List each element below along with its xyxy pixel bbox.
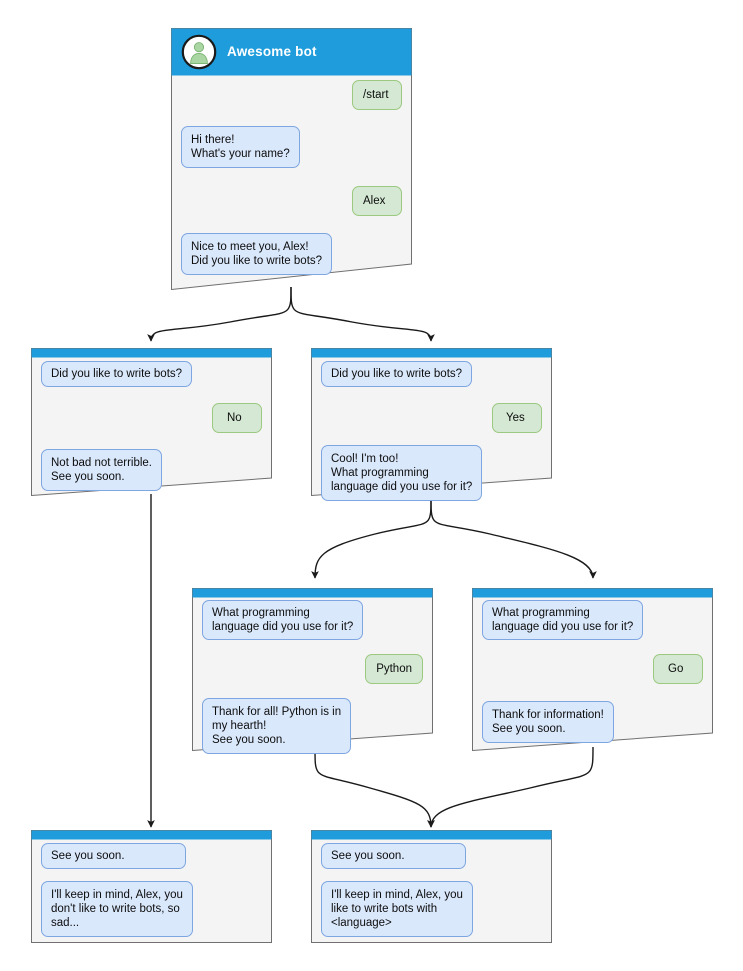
person-avatar-icon <box>181 34 217 69</box>
bot-message-bubble[interactable]: See you soon. <box>321 843 466 869</box>
user-message-bubble[interactable]: Yes <box>492 403 542 433</box>
root-title: Awesome bot <box>227 44 317 59</box>
bot-message-bubble[interactable]: Did you like to write bots? <box>41 361 193 387</box>
message-row: Go <box>482 654 703 684</box>
message-row: I'll keep in mind, Alex, you like to wri… <box>321 881 542 937</box>
edge-yes-to-go <box>430 496 597 579</box>
message-row: See you soon. <box>321 843 542 869</box>
yes-branch-messages: Did you like to write bots? Yes Cool! I'… <box>311 361 552 501</box>
message-row: Did you like to write bots? <box>321 361 542 387</box>
message-row: /start <box>181 80 402 110</box>
node-root[interactable]: Awesome bot /start Hi there! What's your… <box>171 28 412 290</box>
bot-message-bubble[interactable]: Not bad not terrible. See you soon. <box>41 449 163 491</box>
node-go-branch[interactable]: What programming language did you use fo… <box>472 588 713 751</box>
user-message-bubble[interactable]: /start <box>352 80 402 110</box>
message-row: Thank for information! See you soon. <box>482 701 703 743</box>
bot-message-bubble[interactable]: I'll keep in mind, Alex, you like to wri… <box>321 881 473 937</box>
bot-message-bubble[interactable]: I'll keep in mind, Alex, you don't like … <box>41 881 193 937</box>
node-python-branch[interactable]: What programming language did you use fo… <box>192 588 433 754</box>
root-header: Awesome bot <box>171 28 412 75</box>
message-row: Nice to meet you, Alex! Did you like to … <box>181 233 402 275</box>
edge-root-to-no <box>147 286 292 342</box>
python-branch-messages: What programming language did you use fo… <box>192 600 433 754</box>
user-message-bubble[interactable]: No <box>212 403 262 433</box>
root-messages: /start Hi there! What's your name? Alex … <box>171 80 412 275</box>
bot-message-bubble[interactable]: What programming language did you use fo… <box>202 600 364 640</box>
message-row: Not bad not terrible. See you soon. <box>41 449 262 491</box>
message-row: Hi there! What's your name? <box>181 126 402 168</box>
message-row: Did you like to write bots? <box>41 361 262 387</box>
message-row: Yes <box>321 403 542 433</box>
go-branch-messages: What programming language did you use fo… <box>472 600 713 743</box>
node-yes-branch[interactable]: Did you like to write bots? Yes Cool! I'… <box>311 348 552 501</box>
bot-message-bubble[interactable]: Thank for information! See you soon. <box>482 701 614 743</box>
bot-message-bubble[interactable]: Hi there! What's your name? <box>181 126 300 168</box>
end-sad-messages: See you soon. I'll keep in mind, Alex, y… <box>31 843 272 937</box>
message-row: Python <box>202 654 423 684</box>
bot-message-bubble[interactable]: Nice to meet you, Alex! Did you like to … <box>181 233 333 275</box>
message-row: What programming language did you use fo… <box>202 600 423 640</box>
message-row: Alex <box>181 186 402 216</box>
user-message-bubble[interactable]: Go <box>653 654 703 684</box>
bot-message-bubble[interactable]: See you soon. <box>41 843 186 869</box>
user-message-bubble[interactable]: Python <box>365 654 423 684</box>
message-row: Thank for all! Python is in my hearth! S… <box>202 698 423 754</box>
bot-message-bubble[interactable]: Did you like to write bots? <box>321 361 473 387</box>
bot-message-bubble[interactable]: Cool! I'm too! What programming language… <box>321 445 483 501</box>
node-no-branch[interactable]: Did you like to write bots? No Not bad n… <box>31 348 272 496</box>
end-happy-messages: See you soon. I'll keep in mind, Alex, y… <box>311 843 552 937</box>
no-branch-messages: Did you like to write bots? No Not bad n… <box>31 361 272 491</box>
bot-message-bubble[interactable]: Thank for all! Python is in my hearth! S… <box>202 698 352 754</box>
edge-root-to-yes <box>290 286 435 342</box>
message-row: Cool! I'm too! What programming language… <box>321 445 542 501</box>
node-end-happy[interactable]: See you soon. I'll keep in mind, Alex, y… <box>311 830 552 943</box>
message-row: No <box>41 403 262 433</box>
user-message-bubble[interactable]: Alex <box>352 186 402 216</box>
bot-message-bubble[interactable]: What programming language did you use fo… <box>482 600 644 640</box>
edge-go-to-end-happy <box>427 746 594 828</box>
message-row: What programming language did you use fo… <box>482 600 703 640</box>
edge-python-to-end-happy <box>314 748 435 828</box>
message-row: See you soon. <box>41 843 262 869</box>
node-end-sad[interactable]: See you soon. I'll keep in mind, Alex, y… <box>31 830 272 943</box>
edge-yes-to-python <box>311 496 432 579</box>
message-row: I'll keep in mind, Alex, you don't like … <box>41 881 262 937</box>
